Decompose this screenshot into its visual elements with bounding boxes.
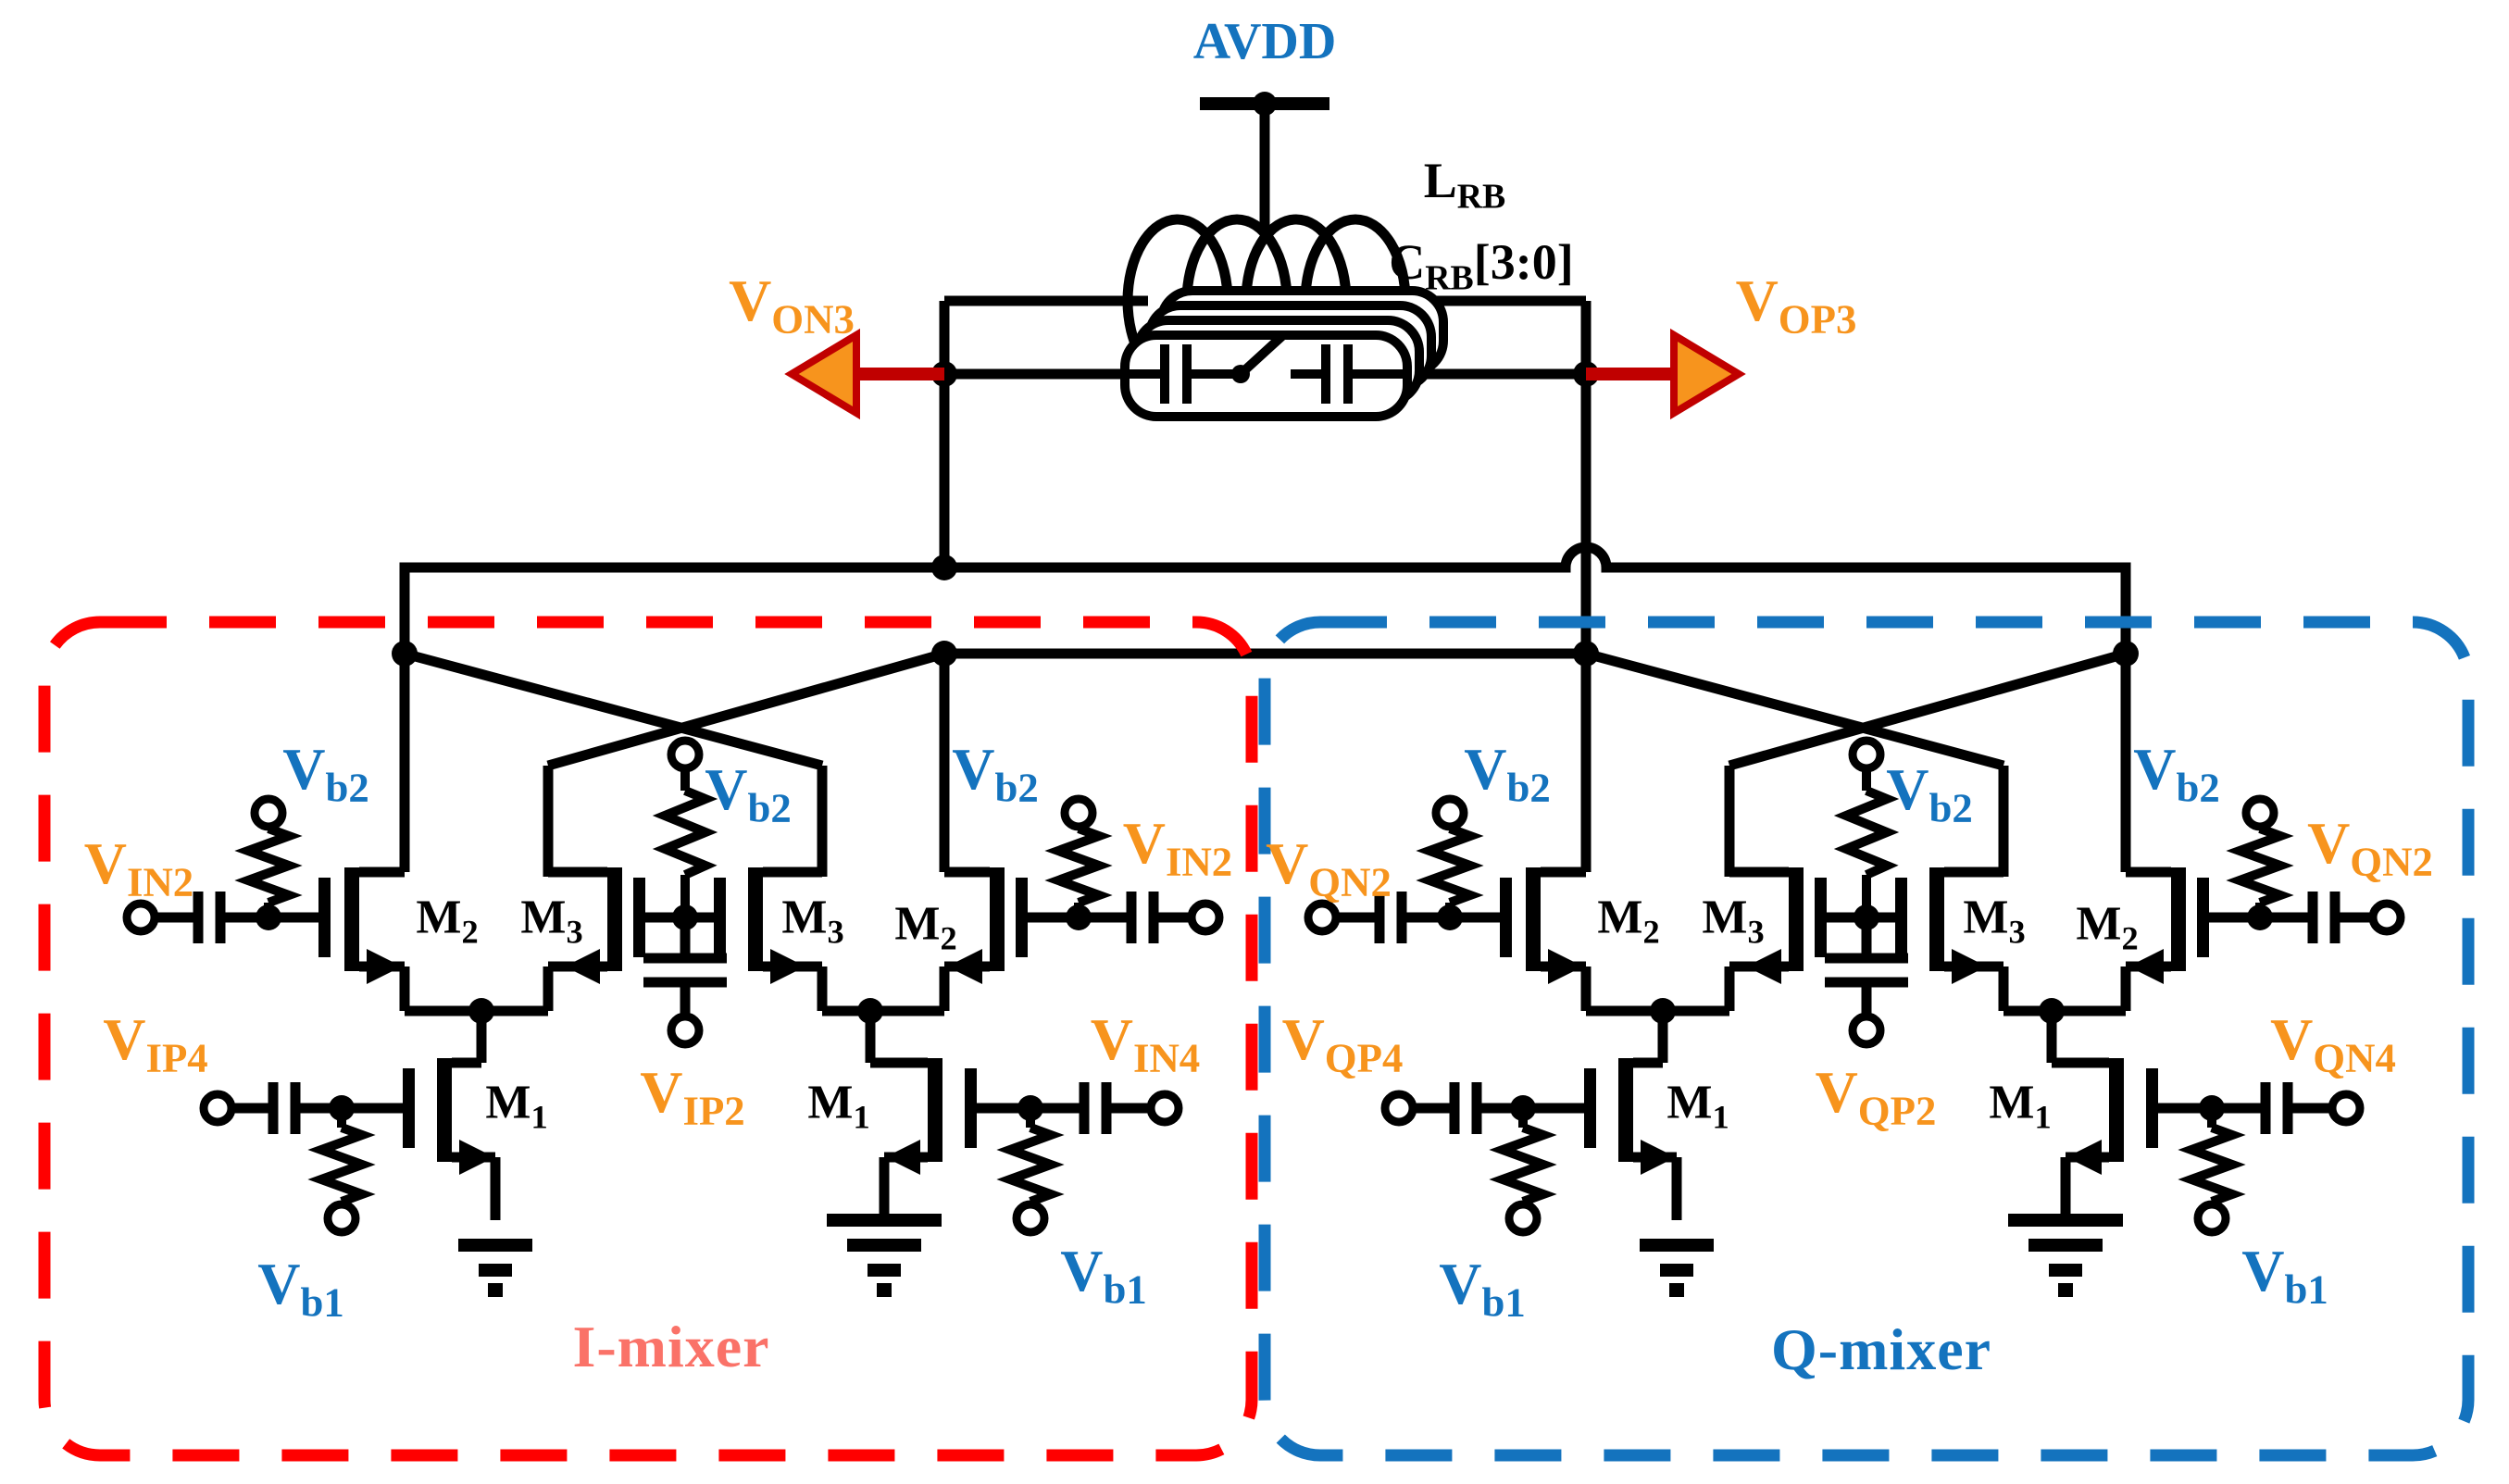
terminal-circle	[199, 1090, 236, 1127]
label-i-vin2-right: VIN2	[1122, 809, 1233, 885]
bias-resistor	[234, 824, 303, 907]
label-q-vb2-left: Vb2	[1464, 735, 1551, 811]
label-i-mixer-title: I-mixer	[572, 1314, 770, 1379]
resonator-tank	[784, 92, 1746, 654]
input-network-top-left	[122, 794, 318, 943]
label-i-vb2-mid: Vb2	[705, 755, 792, 831]
q-mixer-boundary	[1258, 616, 2475, 1462]
label-i-vip2: VIP2	[640, 1058, 745, 1134]
label-i-vb2-left: Vb2	[282, 735, 369, 811]
source-arrow	[885, 1140, 920, 1175]
bias-resistor	[652, 786, 718, 879]
input-network-bottom-right	[977, 1082, 1183, 1237]
transistor-m2-right	[939, 867, 1028, 1011]
label-q-vqp2: VQP2	[1815, 1058, 1937, 1134]
label-q-m2-left: M2	[1597, 891, 1660, 951]
mixer-core-i	[122, 641, 1224, 1297]
input-network-bottom-left	[199, 1082, 403, 1237]
transistor-m2-left	[318, 867, 410, 1011]
vop3-arrow	[1586, 328, 1746, 420]
switch-blade	[1237, 331, 1287, 378]
transistor-m1-right	[827, 1011, 977, 1297]
label-avdd: AVDD	[1192, 13, 1337, 70]
label-von3: VON3	[729, 267, 855, 343]
bias-resistor	[996, 1123, 1065, 1206]
label-q-vqp4: VQP4	[1281, 1005, 1404, 1081]
ground-symbol	[458, 1239, 532, 1297]
bias-resistor	[307, 1123, 376, 1206]
label-i-vb1-left: Vb1	[257, 1250, 344, 1326]
label-i-m2-right: M2	[894, 897, 957, 957]
source-arrow	[459, 1140, 494, 1175]
source-arrow	[565, 949, 600, 984]
terminal-circle	[122, 899, 159, 936]
terminal-circle	[1146, 1090, 1183, 1127]
label-i-vip4: VIP4	[103, 1005, 208, 1081]
cross-coupling-wires	[403, 648, 946, 877]
label-vop3: VOP3	[1735, 267, 1857, 343]
label-i-vb2-right: Vb2	[952, 735, 1039, 811]
label-i-m2-left: M2	[416, 891, 479, 951]
label-q-m2-right: M2	[2076, 897, 2139, 957]
label-q-vqn2-right: VQN2	[2307, 809, 2433, 885]
source-arrow	[367, 949, 402, 984]
von3-arrow	[784, 328, 944, 420]
label-q-m3-right: M3	[1963, 891, 2026, 951]
terminal-circle	[1187, 899, 1224, 936]
label-q-vb2-right: Vb2	[2133, 735, 2220, 811]
i-mixer-boundary	[38, 616, 1258, 1462]
transistor-m3-right	[685, 867, 828, 1011]
label-i-vb1-right: Vb1	[1060, 1237, 1147, 1313]
label-i-m1-left: M1	[485, 1076, 548, 1136]
label-q-m3-left: M3	[1702, 891, 1765, 951]
label-i-m3-left: M3	[520, 891, 583, 951]
label-q-m1-right: M1	[1989, 1076, 2052, 1136]
label-q-vqn4: VQN4	[2270, 1005, 2396, 1081]
cap-bank-crb	[944, 286, 1586, 421]
label-inductor-lrb: LRB	[1423, 152, 1506, 217]
avdd-supply	[1200, 92, 1329, 230]
label-q-mixer-title: Q-mixer	[1771, 1316, 1991, 1382]
label-q-m1-left: M1	[1666, 1076, 1729, 1136]
terminal-circle	[667, 1012, 704, 1049]
source-arrow	[947, 949, 982, 984]
label-i-vin4: VIN4	[1090, 1005, 1201, 1081]
output-rails	[399, 542, 2131, 659]
bias-resistor	[1044, 824, 1113, 907]
label-i-m1-right: M1	[807, 1076, 870, 1136]
label-q-vqn2-left: VQN2	[1266, 829, 1392, 905]
label-q-vb1-right: Vb1	[2241, 1237, 2328, 1313]
transistor-m1-left	[403, 1011, 532, 1297]
label-i-vin2-left: VIN2	[83, 829, 194, 905]
label-q-vb1-left: Vb1	[1439, 1250, 1526, 1326]
transistor-m3-left	[543, 867, 685, 1011]
label-i-m3-right: M3	[781, 891, 844, 951]
label-q-vb2-mid: Vb2	[1886, 755, 1973, 831]
label-capbank-crb: CRB[3:0]	[1389, 233, 1574, 298]
source-arrow	[770, 949, 805, 984]
ground-symbol	[827, 1214, 942, 1297]
input-network-top-right	[1028, 794, 1224, 943]
